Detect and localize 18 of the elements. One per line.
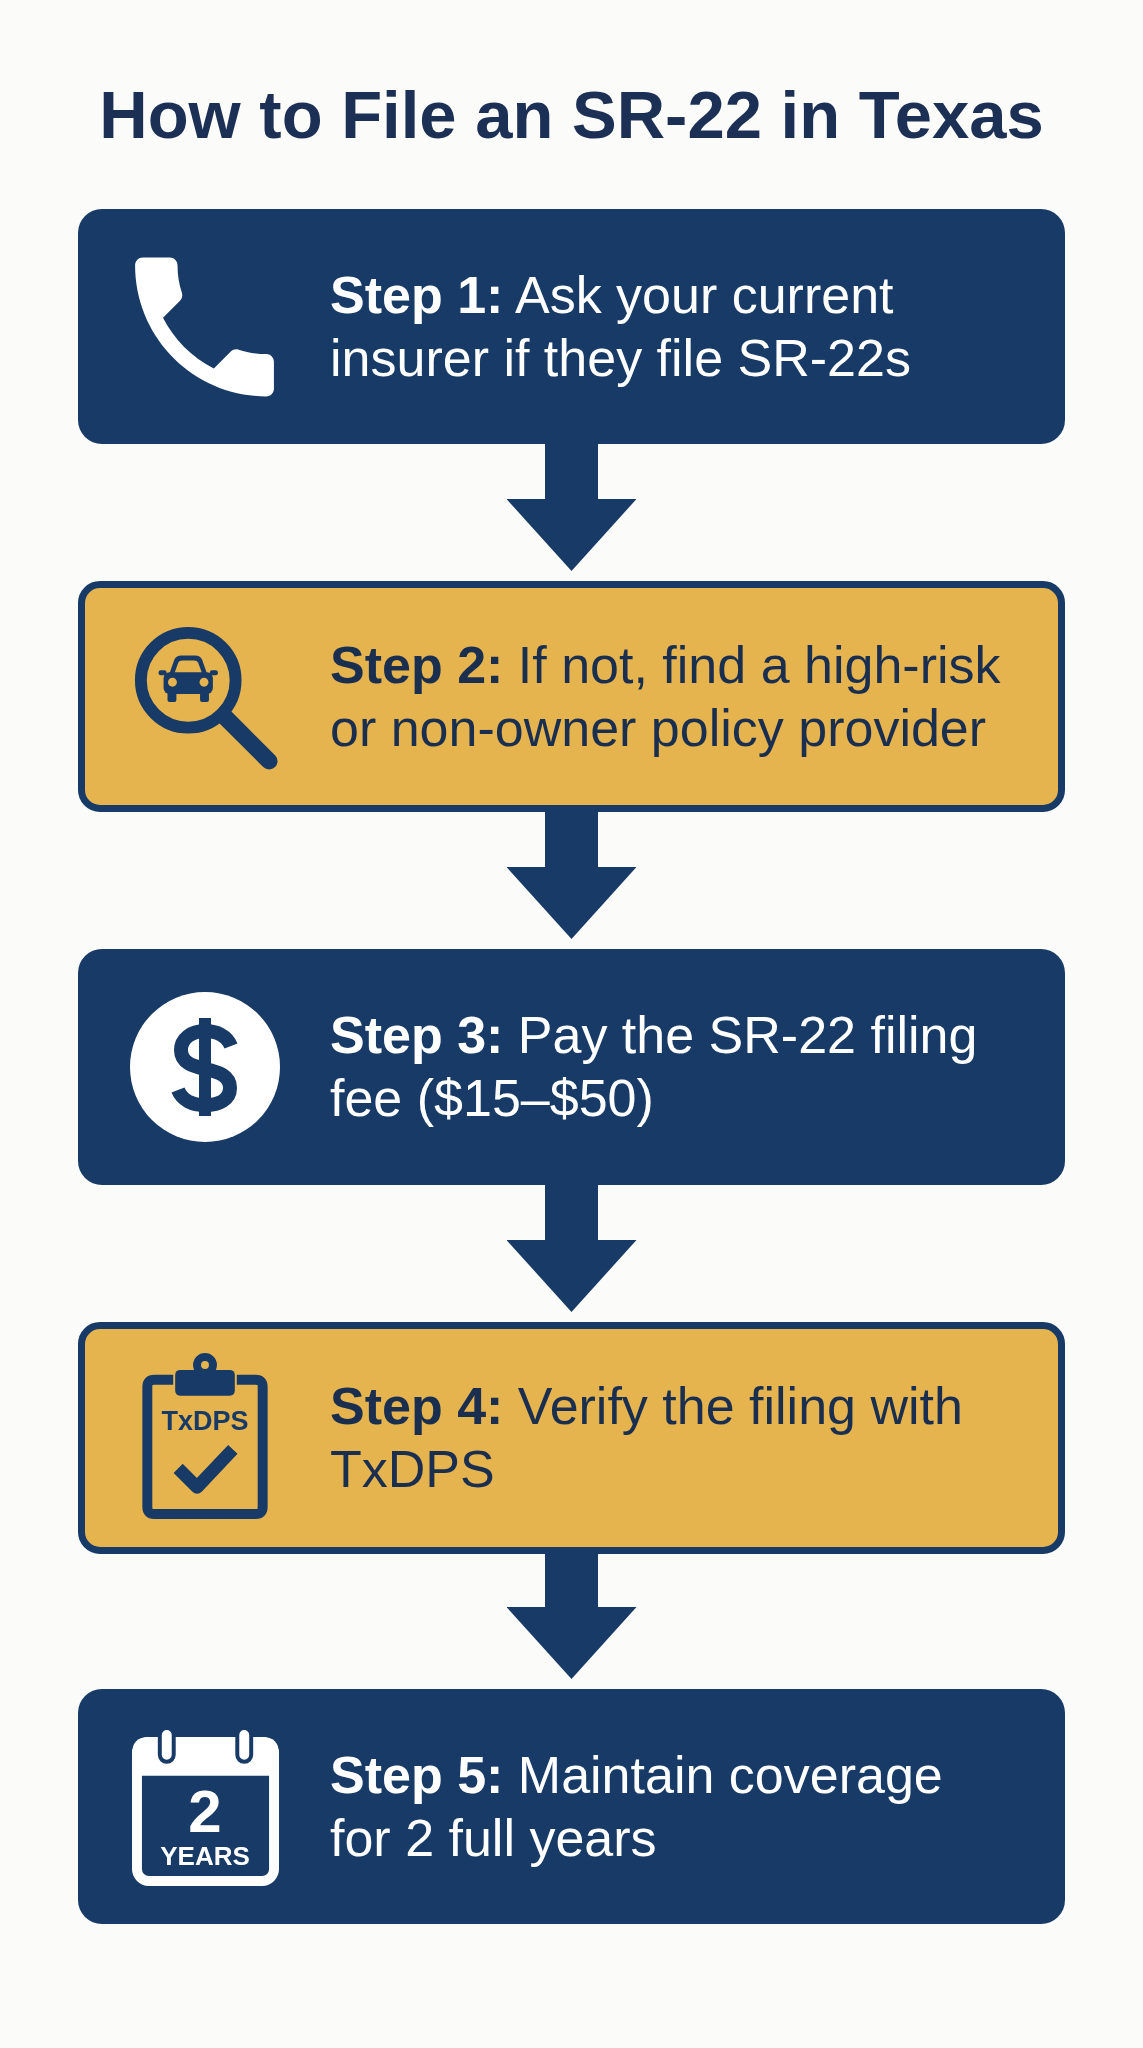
step-card	[78, 949, 1065, 1185]
arrow	[506, 812, 637, 939]
title: How to File an SR-22 in Texas	[99, 78, 1044, 152]
clipboard-label: TxDPS	[161, 1407, 249, 1435]
calendar-label: YEARS	[160, 1843, 250, 1869]
step-card	[78, 1689, 1065, 1924]
arrow	[506, 1185, 637, 1312]
arrow	[506, 444, 637, 571]
step-card	[78, 209, 1065, 444]
step-card	[78, 581, 1065, 812]
step-text: Step 3: Pay the SR-22 filing fee ($15–$50)	[330, 1005, 979, 1129]
calendar-number: 2	[188, 1782, 222, 1842]
arrow	[506, 1554, 637, 1679]
step-card	[78, 1322, 1065, 1554]
step-text: Step 2: If not, find a high-risk or non-owner policy provider	[330, 634, 1002, 759]
step-text: Step 5: Maintain coverage for 2 full years	[330, 1744, 944, 1869]
step-text: Step 1: Ask your current insurer if they file SR-22s	[330, 264, 912, 389]
step-text: Step 4: Verify the filing with TxDPS	[330, 1376, 964, 1500]
